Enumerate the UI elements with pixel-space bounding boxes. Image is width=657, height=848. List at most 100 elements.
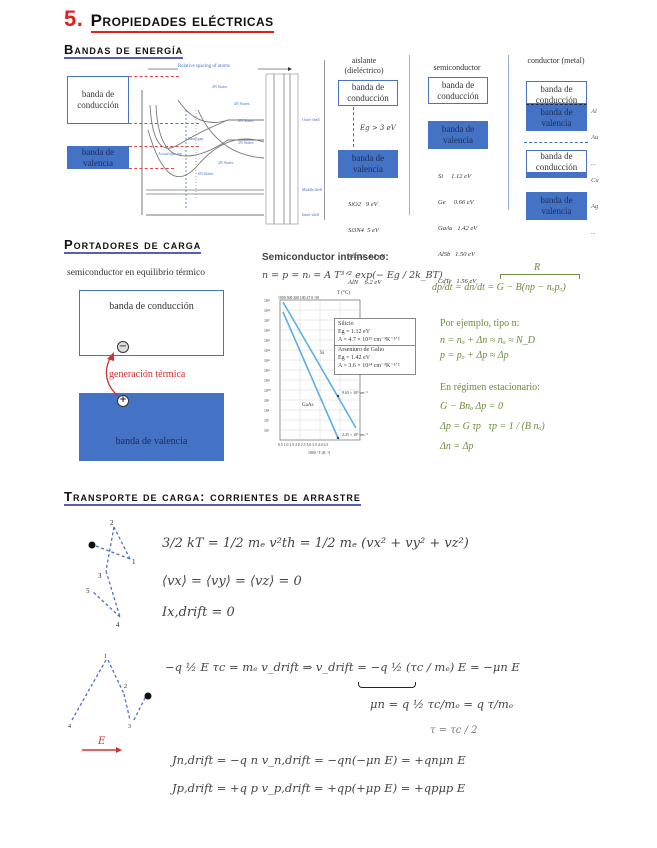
mobility-eq: μn = q ½ τc/mₑ = q τ/mₑ [370, 697, 514, 711]
heading-transporte: Transporte de carga: corrientes de arras… [64, 489, 361, 506]
aislante-title: aislante (dieléctrico) [344, 56, 384, 75]
svg-text:0.5 1.0 1.5 2.0 2.5 3.0 3.5 4.: 0.5 1.0 1.5 2.0 2.5 3.0 3.5 4.0 4.5 [278, 443, 328, 447]
svg-text:10¹⁰: 10¹⁰ [264, 389, 271, 393]
heading-bandas: Bandas de energía [64, 42, 184, 59]
zero-current-eq: Ix,drift = 0 [162, 605, 235, 620]
conductor2-valence-box: banda de valencia [526, 192, 587, 220]
thermal-generation-arrow [105, 352, 119, 397]
conductor1-valence-box: banda de valencia [526, 104, 587, 131]
tau-eq: τ = τc / 2 [430, 725, 478, 736]
relative-spacing-label: Relative spacing of atoms [178, 64, 230, 69]
svg-text:2: 2 [124, 684, 127, 690]
svg-text:9.65 × 10⁹ cm⁻³: 9.65 × 10⁹ cm⁻³ [342, 390, 369, 395]
svg-text:Band gap: Band gap [188, 136, 203, 141]
gap-arrow [353, 107, 354, 147]
svg-text:Si: Si [320, 351, 325, 356]
electron-current-eq: Jn,drift = −q n v_n,drift = −qn(−μn E) =… [172, 753, 466, 767]
guide-line [129, 146, 199, 147]
svg-text:5: 5 [86, 587, 90, 595]
guide-line [129, 76, 179, 77]
example-lines: n = nₒ + Δn ≈ nₒ ≈ N_D p = pₒ + Δp ≈ Δp [440, 335, 535, 361]
divider [508, 55, 509, 210]
svg-text:Actual spacing: Actual spacing [158, 151, 182, 156]
svg-text:6N States: 6N States [238, 118, 254, 123]
svg-text:1000 / T (K⁻¹): 1000 / T (K⁻¹) [308, 451, 331, 455]
underbrace [358, 682, 416, 688]
semiconductor-title: semiconductor [433, 63, 481, 72]
svg-text:1: 1 [132, 558, 136, 566]
svg-text:1: 1 [104, 654, 107, 660]
thermal-generation-label: generación térmica [109, 369, 186, 380]
semiconductor-valence-box: banda de valencia [428, 121, 488, 149]
svg-text:4N States: 4N States [234, 101, 250, 106]
conductor2-conduction-box: banda de conducción [526, 150, 587, 178]
valence-band-box: banda de valencia [67, 146, 129, 169]
svg-text:10¹⁶: 10¹⁶ [264, 329, 271, 333]
steady-title: En régimen estacionario: [440, 382, 540, 393]
svg-text:E: E [97, 736, 106, 747]
conductor2-materials: Cu Ag ... [591, 176, 599, 237]
chart-legend: Silicio Eg = 1.12 eV A = 4.7 × 10¹⁵ cm⁻³… [334, 318, 416, 375]
thermal-energy-eq: 3/2 kT = 1/2 mₑ v²th = 1/2 mₑ (vx² + vy²… [162, 536, 469, 551]
semiconductor-conduction-box: banda de conducción [428, 77, 488, 104]
equilibrium-title: semiconductor en equilibrio térmico [67, 268, 205, 278]
portadores-valence-box: banda de valencia [79, 393, 224, 461]
svg-text:10¹⁷: 10¹⁷ [264, 319, 271, 323]
band-formation-diagram: Band gap Actual spacing 4N States 4N Sta… [141, 67, 323, 225]
svg-text:3: 3 [98, 572, 102, 580]
svg-text:10⁸: 10⁸ [264, 409, 270, 413]
intrinsic-title: Semiconductor intrínseco: [262, 252, 389, 263]
svg-text:Middle shell: Middle shell [302, 187, 323, 192]
drift-walk-diagram: 1 2 3 4 E [68, 654, 152, 753]
semiconductor-materials: Si 1.12 eV Ge 0.66 eV GaAs 1.42 eV AlSb … [438, 172, 478, 285]
drift-velocity-eq: −q ½ E τc = mₑ v_drift ⇒ v_drift = −q ½ … [165, 660, 520, 674]
portadores-conduction-box: banda de conducción [79, 290, 224, 356]
svg-text:T (°C): T (°C) [337, 291, 350, 296]
electron-icon: − [117, 341, 129, 353]
svg-text:10⁶: 10⁶ [264, 429, 270, 433]
conductor-title: conductor (metal) [527, 56, 585, 65]
svg-text:GaAs: GaAs [302, 403, 313, 408]
svg-text:10¹²: 10¹² [264, 369, 271, 373]
svg-text:Outer shell: Outer shell [302, 117, 321, 122]
guide-line [129, 168, 174, 169]
conduction-band-box: banda de conducción [67, 76, 129, 124]
mean-velocity-eq: ⟨vx⟩ = ⟨vy⟩ = ⟨vz⟩ = 0 [162, 574, 302, 589]
svg-text:10⁷: 10⁷ [264, 419, 270, 423]
svg-text:2: 2 [110, 519, 114, 527]
rate-equation: dp/dt = dn/dt = G − B(np − nₒpₒ) [432, 282, 566, 293]
aislante-materials: SiO2 9 eV Si3N4 5 eV Al2O3 4.3 eV AlN 6.… [348, 200, 385, 287]
svg-text:10⁹: 10⁹ [264, 399, 270, 403]
svg-text:10¹¹: 10¹¹ [264, 379, 270, 383]
svg-text:10¹³: 10¹³ [264, 359, 271, 363]
svg-text:4: 4 [116, 621, 120, 629]
random-walk-diagram: 2 1 3 5 4 [86, 519, 136, 629]
svg-text:4: 4 [68, 724, 71, 730]
svg-text:3: 3 [128, 724, 131, 730]
aislante-gap-label: Eg > 3 eV [360, 124, 396, 132]
svg-text:2N States: 2N States [218, 160, 234, 165]
conductor1-materials: Al Au ... [591, 107, 599, 168]
hole-current-eq: Jp,drift = +q p v_p,drift = +qp(+μp E) =… [172, 781, 466, 795]
svg-text:10¹⁸: 10¹⁸ [264, 309, 271, 313]
svg-text:10¹⁹: 10¹⁹ [264, 299, 271, 303]
aislante-conduction-box: banda de conducción [338, 80, 398, 106]
page-title: 5. Propiedades eléctricas [64, 6, 274, 33]
svg-text:10¹⁴: 10¹⁴ [264, 349, 271, 353]
intrinsic-equation: n = p = nᵢ = A T³ᐟ² exp(− Eg / 2k_BT) [262, 270, 443, 281]
svg-text:1000 500 200 100 27 0 -50: 1000 500 200 100 27 0 -50 [278, 296, 319, 300]
hole-icon: + [117, 395, 129, 407]
example-title: Por ejemplo, tipo n: [440, 318, 520, 329]
section-title: Propiedades eléctricas [90, 11, 274, 33]
svg-text:Inner shell: Inner shell [302, 212, 320, 217]
svg-text:10¹⁵: 10¹⁵ [264, 339, 271, 343]
conductor1-conduction-box: banda de conducción [526, 81, 587, 105]
heading-portadores: Portadores de carga [64, 237, 202, 254]
svg-text:6N States: 6N States [198, 171, 214, 176]
svg-text:2N States: 2N States [238, 140, 254, 145]
svg-text:2.25 × 10⁶ cm⁻³: 2.25 × 10⁶ cm⁻³ [342, 432, 369, 437]
guide-line [129, 123, 199, 124]
divider [324, 60, 325, 220]
steady-lines: G − Bnₒ Δp = 0 Δp = G τp τp = 1 / (B nₒ)… [440, 401, 545, 452]
section-number: 5. [64, 6, 84, 31]
